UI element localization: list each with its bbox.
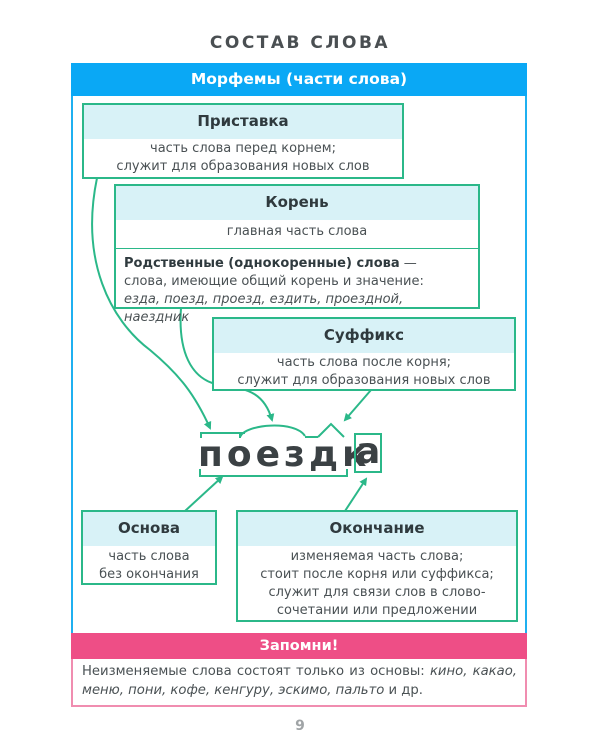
prefix-title: Приставка bbox=[84, 105, 402, 139]
stem-line-1: часть слова bbox=[108, 549, 190, 564]
related-words-definition: слова, имеющие общий корень и значение: bbox=[124, 274, 424, 289]
note-body: Неизменяемые слова состоят только из осн… bbox=[71, 659, 527, 707]
prefix-box: Приставка часть слова перед корнем; служ… bbox=[82, 103, 404, 179]
morphemes-header: Морфемы (части слова) bbox=[71, 63, 527, 96]
ending-title: Окончание bbox=[238, 512, 516, 546]
ending-line-2: стоит после корня или суффикса; bbox=[260, 567, 494, 582]
note-examples-2: какао, меню, пони, кофе, кенгуру, эскимо… bbox=[82, 664, 517, 698]
suffix-line-1: часть слова после корня; bbox=[276, 355, 452, 370]
related-words-examples: езда, поезд, проезд, ездить, проездной, … bbox=[124, 292, 404, 325]
stem-line-2: без окончания bbox=[99, 567, 199, 582]
ending-line-4: сочетании или предложении bbox=[276, 603, 478, 618]
prefix-line-1: часть слова перед корнем; bbox=[150, 141, 336, 156]
stem-title: Основа bbox=[83, 512, 215, 546]
root-box: Корень главная часть слова Родственные (… bbox=[114, 184, 480, 325]
suffix-title: Суффикс bbox=[214, 319, 514, 353]
suffix-box: Суффикс часть слова после корня; служит … bbox=[212, 317, 516, 391]
ending-box: Окончание изменяемая часть слова; стоит … bbox=[236, 510, 518, 622]
related-dash: — bbox=[399, 256, 417, 271]
related-words-term: Родственные (однокоренные) слова bbox=[124, 256, 400, 271]
example-word-stem: поездк bbox=[198, 434, 371, 475]
note-text: Неизменяемые слова состоят только из осн… bbox=[82, 664, 430, 679]
stem-box: Основа часть слова без окончания bbox=[81, 510, 217, 585]
ending-line-3: служит для связи слов в слово- bbox=[268, 585, 486, 600]
note-header: Запомни! bbox=[71, 633, 527, 659]
example-word-ending: а bbox=[354, 431, 382, 473]
note-text-end: и др. bbox=[384, 683, 423, 698]
note-examples-1: кино, bbox=[429, 664, 468, 679]
suffix-line-2: служит для образования новых слов bbox=[237, 373, 491, 388]
page-number: 9 bbox=[295, 718, 305, 734]
root-definition: главная часть слова bbox=[226, 224, 368, 239]
ending-line-1: изменяемая часть слова; bbox=[290, 549, 464, 564]
page-title: СОСТАВ СЛОВА bbox=[209, 33, 391, 53]
prefix-line-2: служит для образования новых слов bbox=[116, 159, 370, 174]
root-title: Корень bbox=[116, 186, 478, 220]
related-words-block: Родственные (однокоренные) слова — слова… bbox=[116, 248, 478, 327]
